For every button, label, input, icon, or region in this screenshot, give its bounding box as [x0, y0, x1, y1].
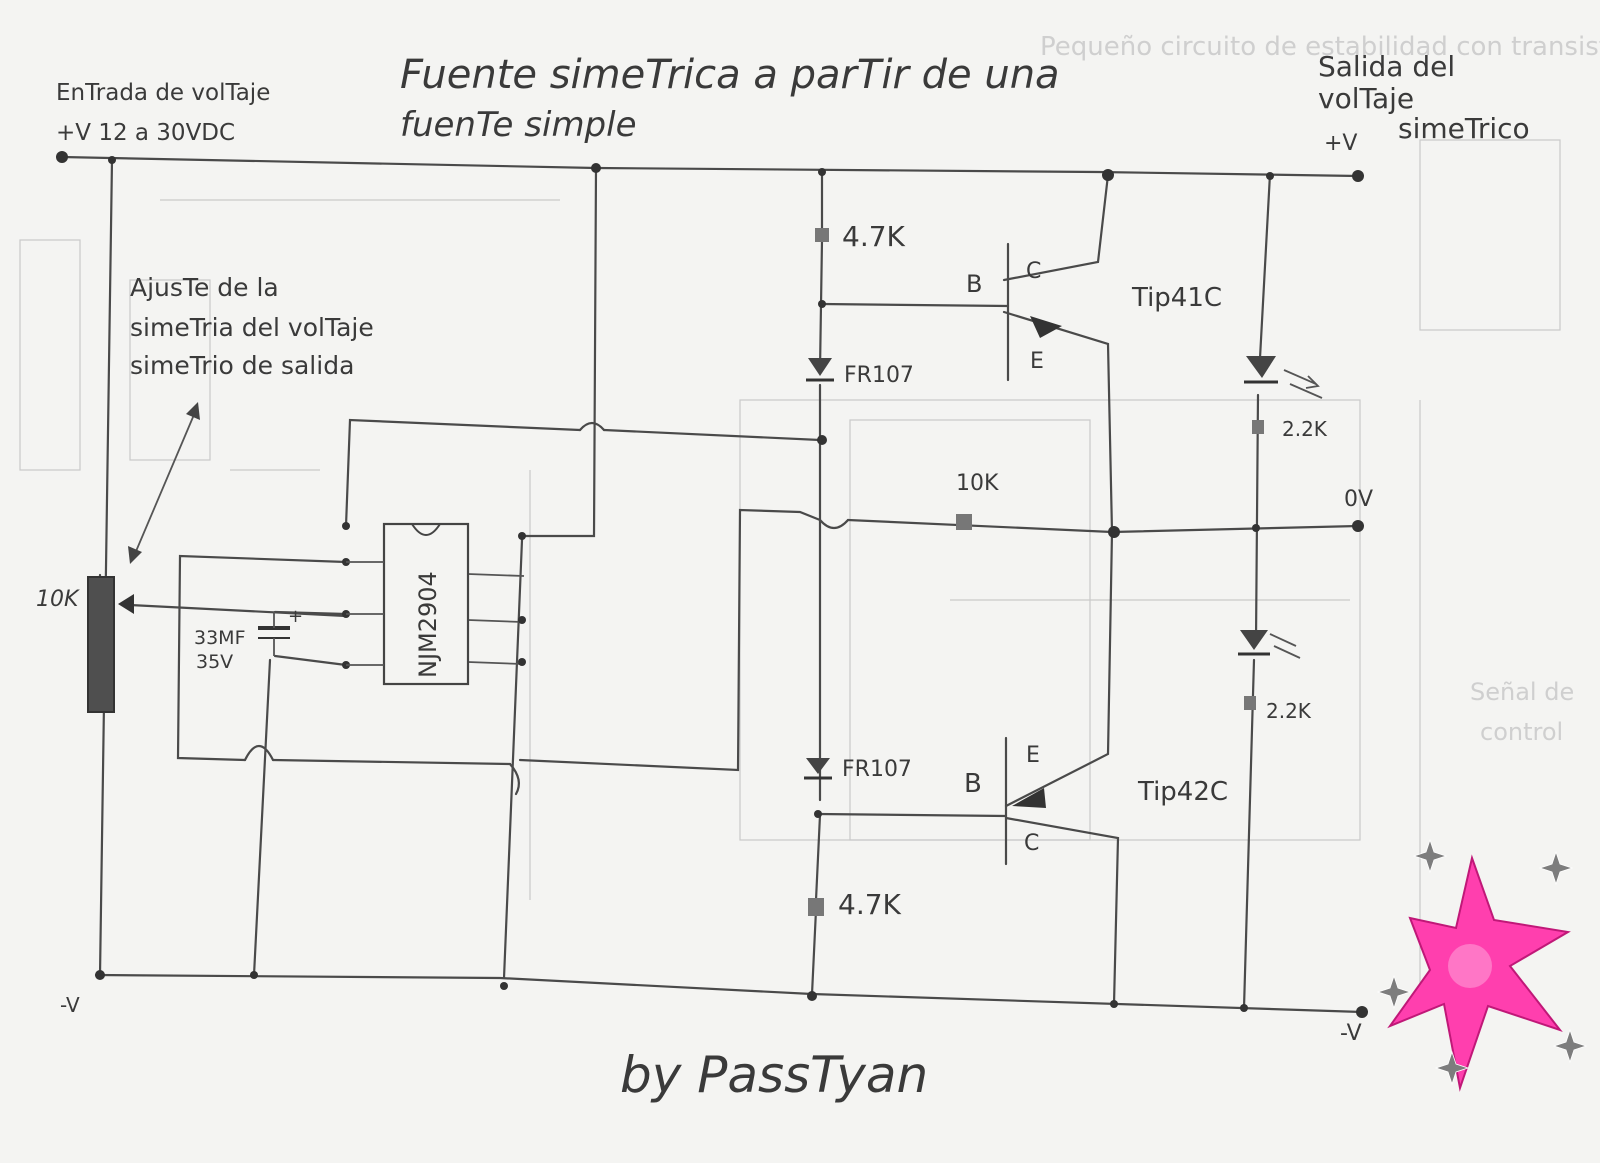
- diode-fr107-bottom: [804, 758, 832, 780]
- q-top-e: E: [1030, 349, 1044, 374]
- q-top-label: Tip41C: [1131, 283, 1222, 313]
- q-bot-c: C: [1024, 831, 1039, 856]
- sparkle-icon: [1376, 974, 1412, 1010]
- cap-plus-label: +: [288, 606, 303, 627]
- output-pos-label: +V: [1324, 131, 1357, 156]
- adjust-note-1: AjusTe de la: [130, 273, 279, 302]
- output-neg-label: -V: [1340, 1021, 1362, 1046]
- input-label-1: EnTrada de volTaje: [56, 80, 270, 106]
- resistor-10k-mid: [956, 514, 972, 530]
- cap-voltage-label: 35V: [196, 651, 233, 673]
- led-r-top-label: 2.2K: [1282, 417, 1328, 441]
- sparkle-decoration: [1376, 838, 1588, 1092]
- svg-text:Pequeño circuito de estabilida: Pequeño circuito de estabilidad con tran…: [1040, 32, 1600, 62]
- sparkle-icon: [1538, 850, 1574, 886]
- capacitor-33mf: [258, 612, 290, 656]
- tip42c-emitter-arrow: [1012, 788, 1046, 808]
- q-bot-b: B: [964, 769, 982, 799]
- input-label-2: +V 12 a 30VDC: [56, 120, 235, 146]
- resistor-2-2k-top: [1252, 420, 1264, 434]
- output-label-2: volTaje: [1318, 82, 1414, 115]
- r-mid-label: 10K: [956, 471, 999, 496]
- output-label-1: Salida del: [1318, 50, 1455, 83]
- signature: by PassTyan: [620, 1046, 928, 1104]
- sparkle-icon: [1412, 838, 1448, 874]
- r-top-label: 4.7K: [842, 220, 906, 253]
- pot-label: 10K: [36, 587, 80, 612]
- q-top-b: B: [966, 270, 982, 298]
- resistor-2-2k-bottom: [1244, 696, 1256, 710]
- led-top: [1244, 356, 1323, 399]
- led-r-bottom-label: 2.2K: [1266, 699, 1312, 723]
- output-zero-label: 0V: [1344, 487, 1373, 512]
- wiring: [60, 155, 1364, 1014]
- adjust-note-3: simeTrio de salida: [130, 351, 354, 380]
- output-label-3: simeTrico: [1398, 112, 1530, 145]
- q-bottom-label: Tip42C: [1137, 777, 1228, 807]
- potentiometer-10k: [87, 576, 134, 713]
- led-bottom: [1238, 630, 1301, 659]
- resistor-4-7k-bottom: [808, 898, 824, 916]
- sparkle-icon: [1434, 1050, 1470, 1086]
- tip41c-emitter-arrow: [1030, 316, 1062, 338]
- input-neg-label: -V: [60, 993, 80, 1017]
- diode-bottom-label: FR107: [842, 757, 912, 782]
- cap-value-label: 33MF: [194, 627, 246, 649]
- ic-label: NJM2904: [414, 571, 442, 678]
- title-line-2: fuenTe simple: [400, 105, 637, 145]
- junction-dots: [56, 151, 1368, 1018]
- adjust-arrow: [128, 402, 200, 564]
- q-top-c: C: [1026, 259, 1041, 284]
- bleed-through-traces: Pequeño circuito de estabilidad con tran…: [19, 32, 1600, 1000]
- diode-top-label: FR107: [844, 363, 914, 388]
- q-bot-e: E: [1026, 743, 1040, 768]
- diode-fr107-top: [806, 358, 834, 382]
- svg-text:Señal de: Señal de: [1470, 678, 1574, 706]
- sparkle-icon: [1552, 1028, 1588, 1064]
- r-bottom-label: 4.7K: [838, 888, 902, 921]
- ic-njm2904: [346, 522, 470, 686]
- adjust-note-2: simeTria del volTaje: [130, 313, 374, 342]
- resistor-4-7k-top: [815, 228, 829, 242]
- title-line-1: Fuente simeTrica a parTir de una: [400, 52, 1060, 98]
- svg-text:control: control: [1480, 718, 1563, 746]
